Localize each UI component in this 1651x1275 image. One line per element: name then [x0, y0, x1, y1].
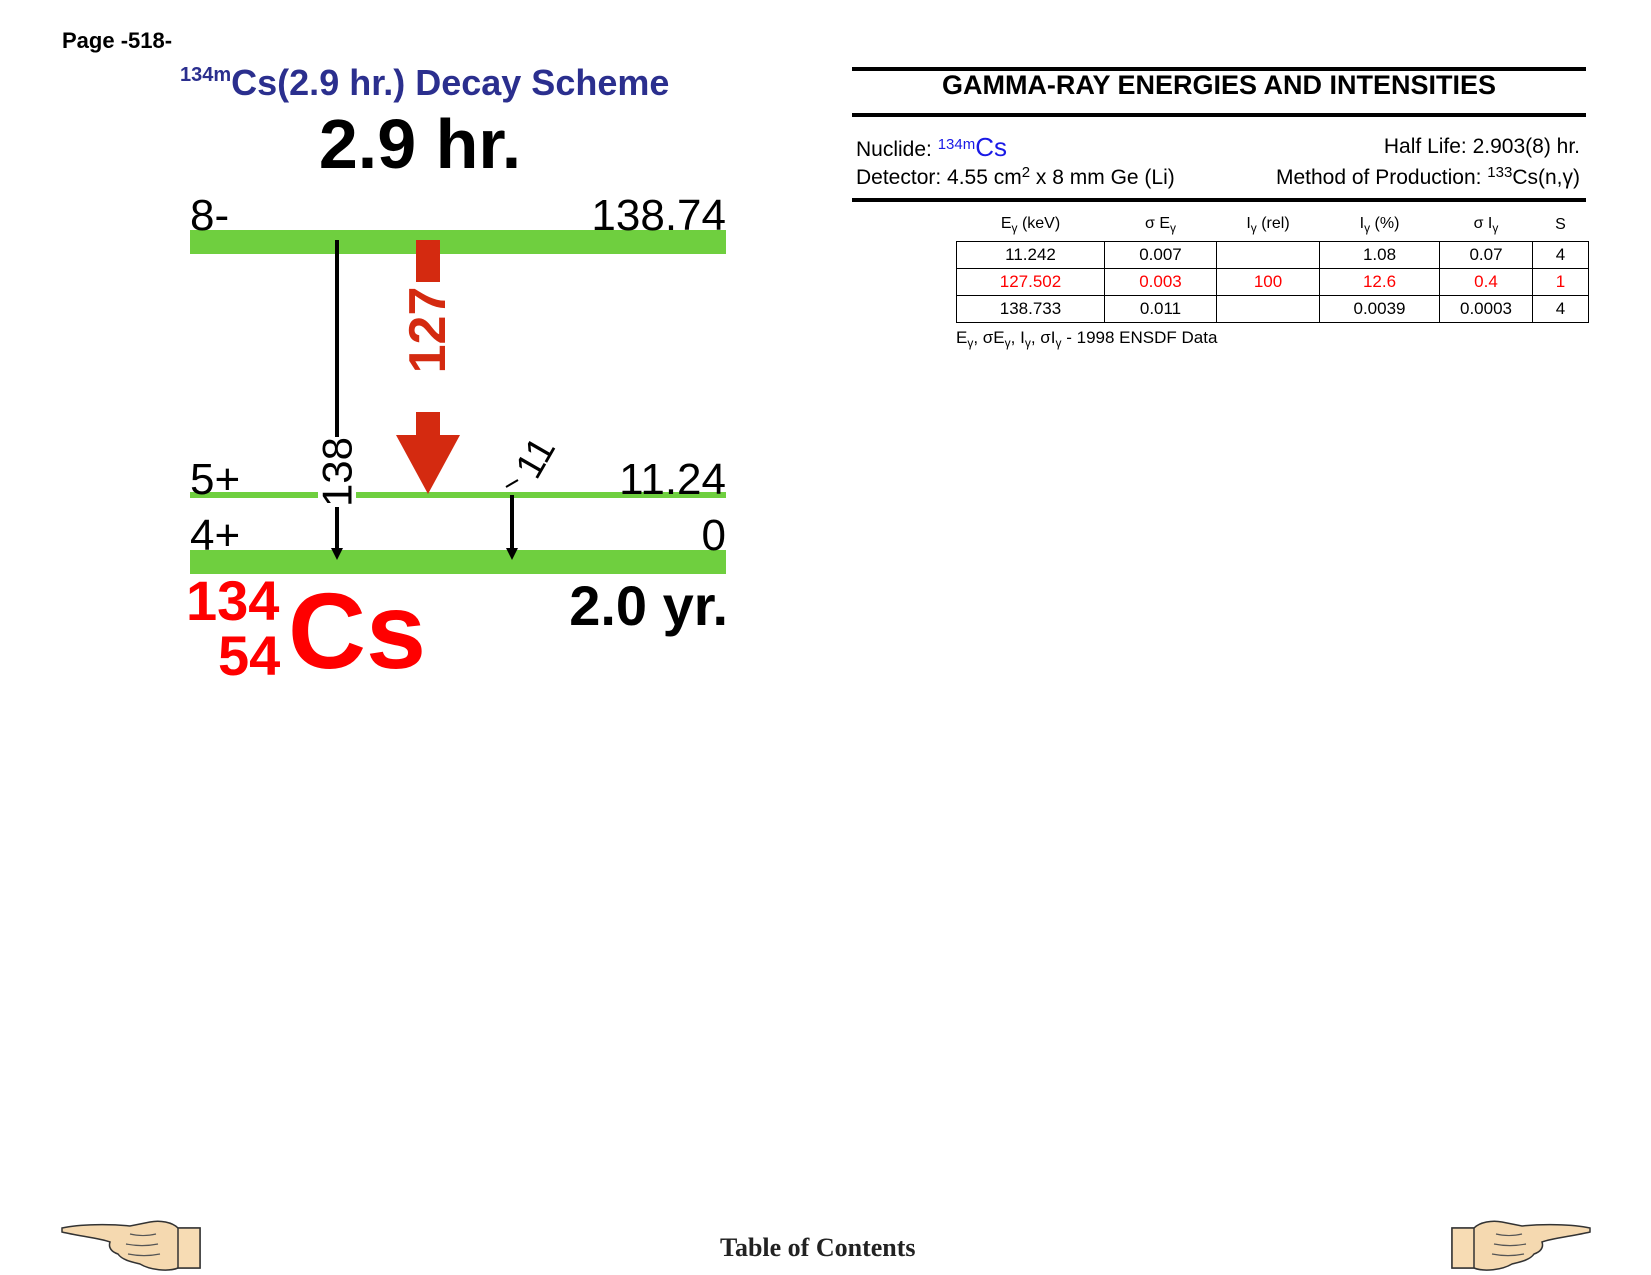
transition-127-shaft-top — [416, 240, 440, 282]
table-cell: 11.242 — [956, 241, 1105, 269]
header-intensity-pct: Iγ (%) — [1359, 215, 1400, 235]
level-spin-4plus: 4+ — [190, 511, 240, 560]
half-life-info: Half Life: 2.903(8) hr. — [1383, 135, 1580, 158]
table-header-row: Eγ (keV) σ Eγ Iγ (rel) Iγ (%) σ Iγ S — [957, 209, 1589, 242]
table-cell: 127.502 — [956, 268, 1105, 296]
table-cell: 1 — [1532, 268, 1589, 296]
table-cell: 0.07 — [1439, 241, 1533, 269]
page-label: Page -518- — [62, 28, 173, 53]
transition-127-label: 127 — [399, 287, 457, 374]
table-cell: 4 — [1532, 295, 1589, 323]
source-note: Eγ, σEγ, Iγ, σIγ - 1998 ENSDF Data — [956, 328, 1218, 350]
source-text: 1998 ENSDF Data — [1076, 328, 1218, 347]
table-row: 11.242 0.007 1.08 0.07 4 — [956, 241, 1589, 269]
scheme-title-text: Cs(2.9 hr.) Decay Scheme — [231, 62, 670, 103]
panel-rule-bottom — [852, 198, 1586, 202]
transition-138-arrowhead — [331, 548, 343, 560]
header-sigma-intensity: σ Iγ — [1473, 215, 1499, 235]
production-suffix: Cs(n,γ) — [1512, 166, 1580, 189]
header-energy: Eγ (keV) — [1000, 215, 1061, 235]
detector-prefix: Detector: 4.55 cm — [856, 166, 1022, 189]
table-cell — [1216, 295, 1320, 323]
level-spin-5plus: 5+ — [190, 455, 240, 504]
table-cell: 138.733 — [956, 295, 1105, 323]
table-cell: 1.08 — [1319, 241, 1440, 269]
scheme-title-mass: 134m — [180, 64, 232, 86]
detector-sup: 2 — [1021, 164, 1031, 181]
table-cell: 12.6 — [1319, 268, 1440, 296]
level-energy-0: 0 — [702, 511, 726, 560]
level-spin-8minus: 8- — [190, 191, 229, 240]
transition-138-label-bg — [318, 437, 356, 507]
transition-11-label: 11 — [508, 430, 564, 485]
table-cell — [1216, 241, 1320, 269]
panel-rule-top — [852, 67, 1586, 71]
level-energy-11: 11.24 — [619, 455, 726, 504]
pointing-hand-right-icon[interactable] — [1448, 1218, 1592, 1272]
production-info: Method of Production: 133Cs(n,γ) — [1276, 164, 1580, 190]
table-cell: 100 — [1216, 268, 1320, 296]
nuclide-symbol: Cs — [975, 132, 1008, 162]
header-intensity-rel: Iγ (rel) — [1246, 215, 1290, 235]
daughter-atomic-number: 54 — [218, 624, 280, 687]
level-bar-8minus — [190, 230, 726, 254]
table-title: GAMMA-RAY ENERGIES AND INTENSITIES — [941, 70, 1497, 100]
level-energy-138: 138.74 — [591, 191, 726, 240]
table-cell: 0.0039 — [1319, 295, 1440, 323]
nuclide-info: Nuclide: 134mCs — [856, 132, 1007, 163]
detector-suffix: x 8 mm Ge (Li) — [1030, 166, 1175, 189]
header-s: S — [1555, 216, 1566, 233]
level-bar-5plus — [190, 492, 726, 498]
table-row-highlighted: 127.502 0.003 100 12.6 0.4 1 — [956, 268, 1589, 296]
table-cell: 0.003 — [1104, 268, 1217, 296]
table-cell: 4 — [1532, 241, 1589, 269]
table-of-contents-link[interactable]: Table of Contents — [720, 1233, 916, 1262]
daughter-symbol: Cs — [288, 570, 426, 691]
transition-11-leader — [505, 479, 519, 488]
transition-11-arrowhead — [506, 548, 518, 560]
nuclide-label: Nuclide: — [856, 138, 938, 161]
table-row: 138.733 0.011 0.0039 0.0003 4 — [956, 295, 1589, 323]
daughter-half-life: 2.0 yr. — [569, 574, 728, 637]
daughter-mass-number: 134 — [186, 569, 279, 632]
scheme-title: 134mCs(2.9 hr.) Decay Scheme — [180, 62, 669, 104]
transition-138-label: 138 — [314, 437, 361, 507]
gamma-table: Eγ (keV) σ Eγ Iγ (rel) Iγ (%) σ Iγ S 11.… — [956, 209, 1589, 323]
parent-half-life: 2.9 hr. — [319, 105, 521, 183]
table-cell: 0.011 — [1104, 295, 1217, 323]
decay-scheme-diagram: 2.9 hr. 8- 138.74 5+ 11.24 4+ 0 138 127 … — [186, 105, 728, 691]
table-cell: 0.4 — [1439, 268, 1533, 296]
level-bar-ground — [190, 550, 726, 574]
detector-info: Detector: 4.55 cm2 x 8 mm Ge (Li) — [856, 164, 1175, 190]
production-prefix: Method of Production: — [1276, 166, 1488, 189]
table-cell: 0.0003 — [1439, 295, 1533, 323]
pointing-hand-left-icon[interactable] — [60, 1218, 204, 1272]
production-sup: 133 — [1487, 164, 1513, 181]
transition-127-shaft-bottom — [416, 412, 440, 436]
header-sigma-energy: σ Eγ — [1145, 215, 1176, 235]
panel-rule-mid — [852, 113, 1586, 117]
table-cell: 0.007 — [1104, 241, 1217, 269]
transition-127-arrowhead — [396, 435, 460, 494]
nuclide-mass: 134m — [937, 136, 976, 153]
